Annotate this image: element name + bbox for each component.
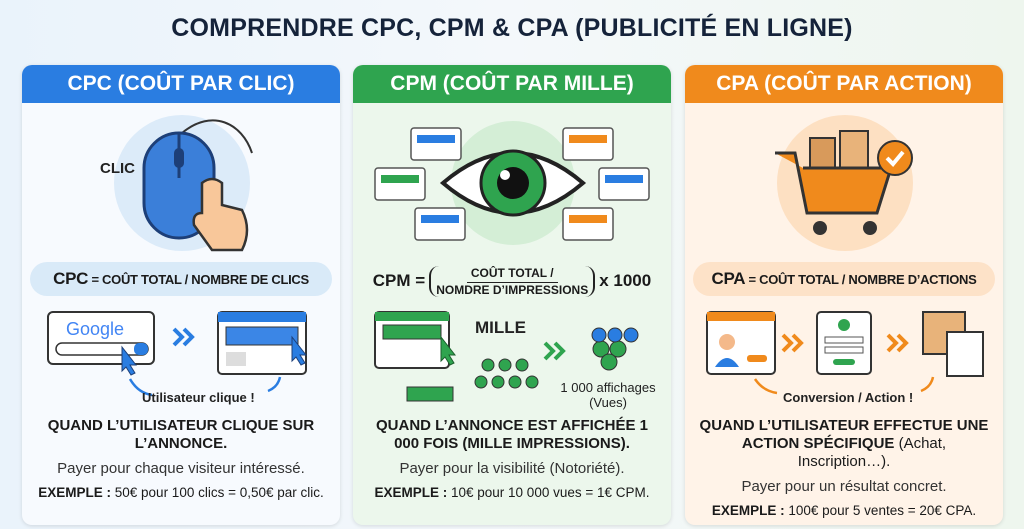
mille-audience-illustration [374,311,639,402]
cpa-caption: Conversion / Action ! [783,390,914,405]
mouse-click-icon: CLIC [100,115,253,252]
search-to-site-illustration: Google [47,311,308,397]
cpc-caption: Utilisateur clique ! [142,390,255,405]
cpc-sub: Payer pour chaque visiteur intéressé. [57,460,305,477]
cpc-example: EXEMPLE : 50€ pour 100 clics = 0,50€ par… [38,485,324,500]
cpc-panel: CPC (COÛT PAR CLIC) CLIC CPC = COÛT TOTA… [22,65,340,525]
cpa-summary: QUAND L’UTILISATEUR EFFECTUE UNE ACTION … [685,417,1003,518]
cpm-summary: QUAND L’ANNONCE EST AFFICHÉE 1 000 FOIS … [353,417,671,517]
cpm-formula: CPM = COÛT TOTAL /NOMDRE D’IMPRESSIONS x… [372,265,652,297]
cpa-panel: CPA (COÛT PAR ACTION) CPA = COÛT TOTAL /… [685,65,1003,525]
cpm-panel: CPM (COÛT PAR MILLE) CPM = COÛT TOTAL /N… [353,65,671,525]
cpm-lead: QUAND L’ANNONCE EST AFFICHÉE 1 000 FOIS … [376,417,648,452]
shopping-cart-icon [775,115,913,251]
cpa-formula: CPA = COÛT TOTAL / NOMBRE D’ACTIONS [693,262,995,296]
cpc-summary: QUAND L’UTILISATEUR CLIQUE SUR L’ANNONCE… [22,417,340,517]
cpm-sub: Payer pour la visibilité (Notoriété). [399,460,625,477]
views-label: 1 000 affichages(Vues) [560,380,656,410]
cpa-sub: Payer pour un résultat concret. [741,478,947,495]
cpa-lead: QUAND L’UTILISATEUR EFFECTUE UNE ACTION … [699,417,989,470]
clic-label: CLIC [100,160,135,177]
cpc-lead: QUAND L’UTILISATEUR CLIQUE SUR L’ANNONCE… [47,417,315,452]
cpc-header: CPC (COÛT PAR CLIC) [22,65,340,103]
cpm-example: EXEMPLE : 10€ pour 10 000 vues = 1€ CPM. [374,485,650,500]
conversion-flow-illustration [706,311,984,395]
page-title: COMPRENDRE CPC, CPM & CPA (PUBLICITÉ EN … [171,14,853,42]
cpa-header: CPA (COÛT PAR ACTION) [685,65,1003,103]
cpm-header: CPM (COÛT PAR MILLE) [353,65,671,103]
google-logo: Google [66,319,124,339]
mille-label: MILLE [475,318,526,337]
cpc-formula: CPC = COÛT TOTAL / NOMBRE DE CLICS [30,262,332,296]
eye-impressions-icon [374,121,650,245]
cpa-example: EXEMPLE : 100€ pour 5 ventes = 20€ CPA. [711,503,977,518]
